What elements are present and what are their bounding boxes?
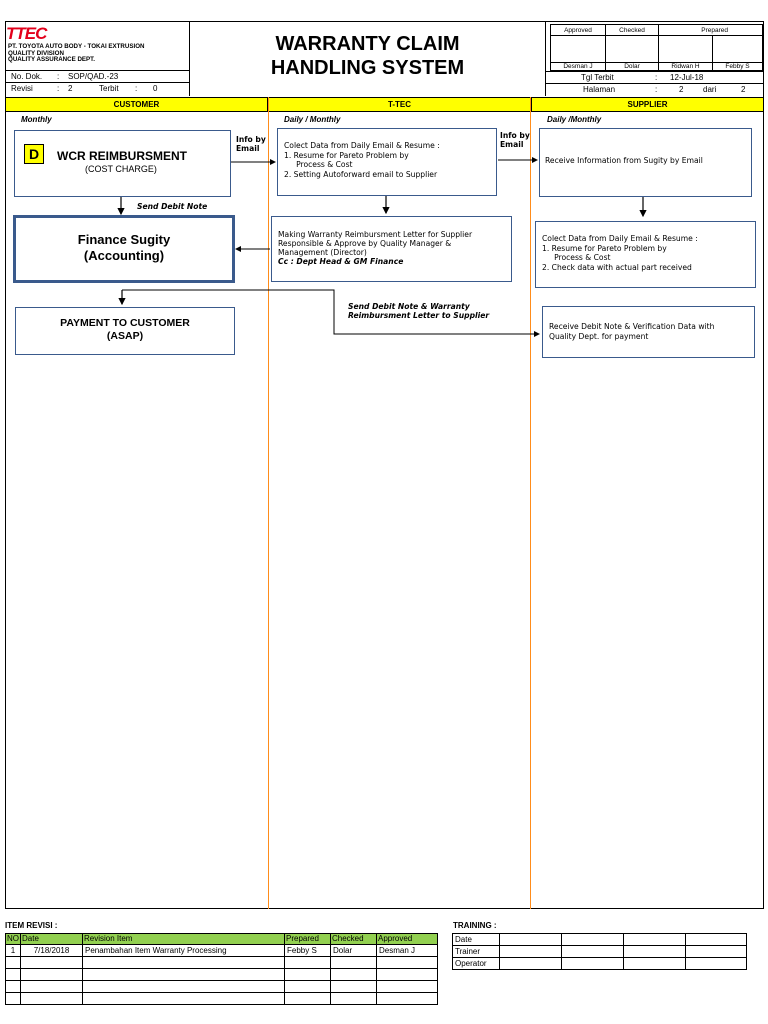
- send-debit-note-label: Send Debit Note: [137, 202, 208, 211]
- table-row: [5, 992, 438, 1005]
- table-row: 1 7/18/2018 Penambahan Item Warranty Pro…: [5, 944, 438, 957]
- header-approval-block: [545, 21, 764, 96]
- approval-table: Approved Checked Prepared Desman J Dolar…: [550, 24, 763, 71]
- company-name: PT. TOYOTA AUTO BODY - TOKAI EXTRUSION Q…: [8, 43, 145, 64]
- cc-line: Cc : Dept Head & GM Finance: [278, 257, 404, 266]
- lane-divider: [268, 97, 269, 909]
- info-by-email-label: Info by Email: [500, 131, 530, 149]
- header-company-block: [5, 21, 190, 96]
- issue-date-row: Tgl Terbit : 12-Jul-18: [545, 71, 764, 83]
- page-total: 2: [741, 85, 746, 94]
- lane-header-supplier: SUPPLIER: [531, 97, 764, 112]
- supplier-receive-info-box: Receive Information from Sugity by Email: [539, 128, 752, 197]
- ttec-collect-data-box: Colect Data from Daily Email & Resume : …: [277, 128, 497, 196]
- lane-divider: [530, 97, 531, 909]
- wcr-subtitle: (COST CHARGE): [85, 164, 157, 174]
- info-by-email-label: Info by Email: [236, 135, 266, 153]
- terbit-number: 0: [153, 84, 158, 93]
- supplier-debit-note-box: Receive Debit Note & Verification Data w…: [542, 306, 755, 358]
- period-customer: Monthly: [21, 115, 52, 124]
- table-row: Date: [452, 933, 747, 946]
- period-supplier: Daily /Monthly: [547, 115, 602, 124]
- table-row: [5, 968, 438, 981]
- preparer-name-2: Febby S: [712, 62, 763, 71]
- issue-date: 12-Jul-18: [670, 73, 704, 82]
- payment-to-customer-box: PAYMENT TO CUSTOMER (ASAP): [15, 307, 235, 355]
- payment-title: PAYMENT TO CUSTOMER: [60, 317, 190, 329]
- doc-number-row: No. Dok. : SOP/QAD.-23: [5, 70, 190, 82]
- revision-table: NO Date Revision Item Prepared Checked A…: [5, 933, 438, 1005]
- table-row: Trainer: [452, 945, 747, 958]
- doc-number: SOP/QAD.-23: [68, 72, 119, 81]
- period-ttec: Daily / Monthly: [284, 115, 341, 124]
- arrow-finance-to-supplier: [122, 289, 540, 337]
- finance-sugity-box: Finance Sugity (Accounting): [13, 215, 235, 283]
- table-row: [5, 980, 438, 993]
- page-row: Halaman : 2 dari 2: [545, 83, 764, 95]
- table-row: [5, 956, 438, 969]
- ttec-making-letter-box: Making Warranty Reimbursment Letter for …: [271, 216, 512, 282]
- revision-title: ITEM REVISI :: [5, 921, 58, 930]
- training-title: TRAINING :: [453, 921, 497, 930]
- page-number: 2: [679, 85, 684, 94]
- step-badge: D: [24, 144, 44, 164]
- company-logo: TTEC: [6, 24, 47, 43]
- document-frame: [5, 21, 764, 909]
- wcr-title: WCR REIMBURSMENT: [57, 149, 187, 163]
- revision-row: Revisi : 2 Terbit : 0: [5, 82, 190, 94]
- page-title: WARRANTY CLAIM HANDLING SYSTEM: [270, 33, 465, 79]
- training-table: Date Trainer Operator: [452, 933, 747, 970]
- payment-subtitle: (ASAP): [106, 330, 144, 342]
- send-debit-warranty-label: Send Debit Note & Warranty Reimbursment …: [348, 302, 490, 320]
- table-row: Operator: [452, 957, 747, 970]
- lane-header-customer: CUSTOMER: [5, 97, 268, 112]
- finance-title: Finance Sugity: [77, 232, 171, 247]
- supplier-collect-data-box: Colect Data from Daily Email & Resume : …: [535, 221, 756, 288]
- finance-subtitle: (Accounting): [83, 248, 165, 263]
- wcr-reimbursment-box: D WCR REIMBURSMENT (COST CHARGE): [14, 130, 231, 197]
- revision-number: 2: [68, 84, 73, 93]
